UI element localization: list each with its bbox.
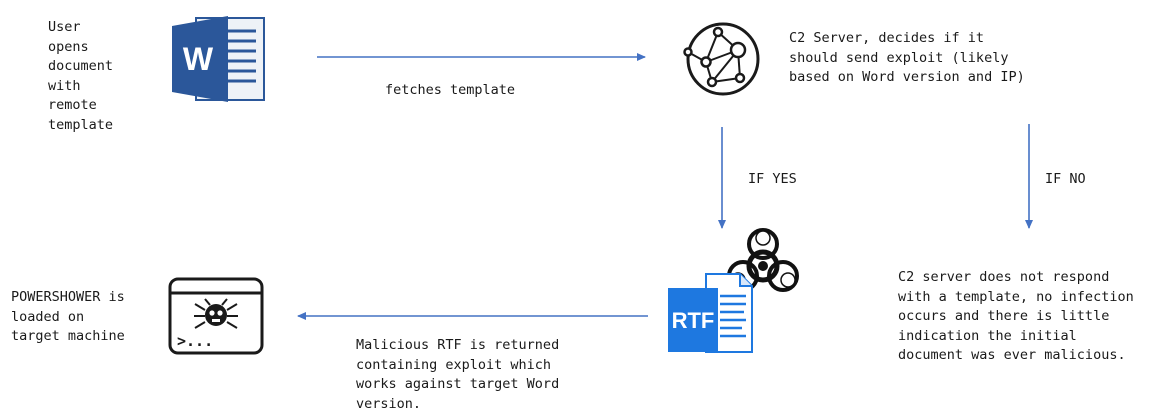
if-no-label: IF NO (1045, 171, 1086, 187)
word-letter: W (183, 41, 214, 77)
fetch-label: fetches template (385, 82, 516, 98)
terminal-prompt: >... (177, 332, 213, 350)
rtf-file-icon: RTF (668, 273, 753, 353)
if-yes-label: IF YES (748, 171, 797, 187)
spider-skull-icon (194, 298, 238, 329)
rtf-label: RTF (672, 308, 715, 333)
no-response-text: C2 server does not respond with a templa… (898, 269, 1134, 363)
c2-server-network-icon (683, 22, 760, 96)
terminal-malware-icon: >... (168, 277, 264, 355)
powershower-text: POWERSHOWER is loaded on target machine (11, 289, 125, 344)
c2-server-text: C2 Server, decides if it should send exp… (789, 30, 1025, 85)
rtf-return-text: Malicious RTF is returned containing exp… (356, 337, 560, 412)
word-document-icon: W (172, 16, 265, 102)
user-step-text: User opens document with remote template (48, 19, 114, 133)
